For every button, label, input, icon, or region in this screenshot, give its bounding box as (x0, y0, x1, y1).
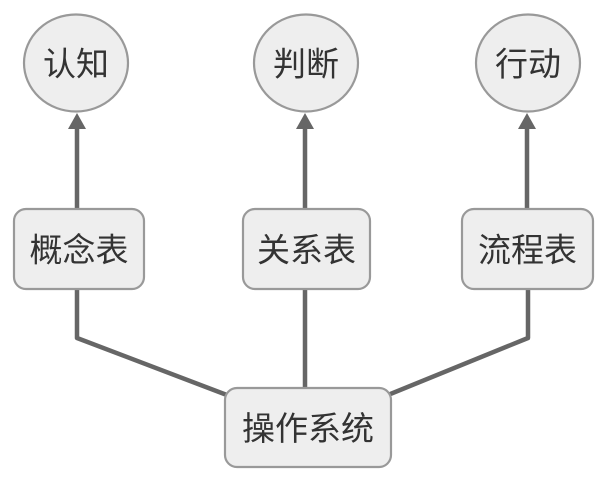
judgment-label: 判断 (273, 46, 339, 83)
action-circle (474, 13, 582, 113)
operating-system-label: 操作系统 (242, 410, 374, 447)
circle-node-group: 认知 判断 行动 (22, 13, 582, 113)
edge-os-to-process-table (377, 285, 531, 402)
process-table-box (460, 207, 595, 291)
concept-table-label: 概念表 (30, 232, 129, 269)
cognition-circle (22, 13, 130, 113)
edge-os-to-concept-table (74, 285, 241, 403)
root-node-group: 操作系统 (223, 386, 393, 469)
arrowhead-up-icon (518, 113, 536, 129)
action-label: 行动 (495, 46, 561, 83)
concept-table-box (12, 207, 146, 291)
arrowhead-up-icon (296, 113, 314, 129)
process-table-label: 流程表 (478, 232, 577, 269)
relation-table-label: 关系表 (257, 232, 356, 269)
table-node-group: 概念表 关系表 流程表 (12, 207, 595, 291)
relation-table-box (241, 207, 372, 291)
judgment-circle (252, 13, 360, 113)
arrowhead-up-icon (68, 113, 86, 129)
edge-group (68, 113, 536, 403)
operating-system-box (223, 386, 393, 469)
cognition-label: 认知 (43, 46, 109, 83)
